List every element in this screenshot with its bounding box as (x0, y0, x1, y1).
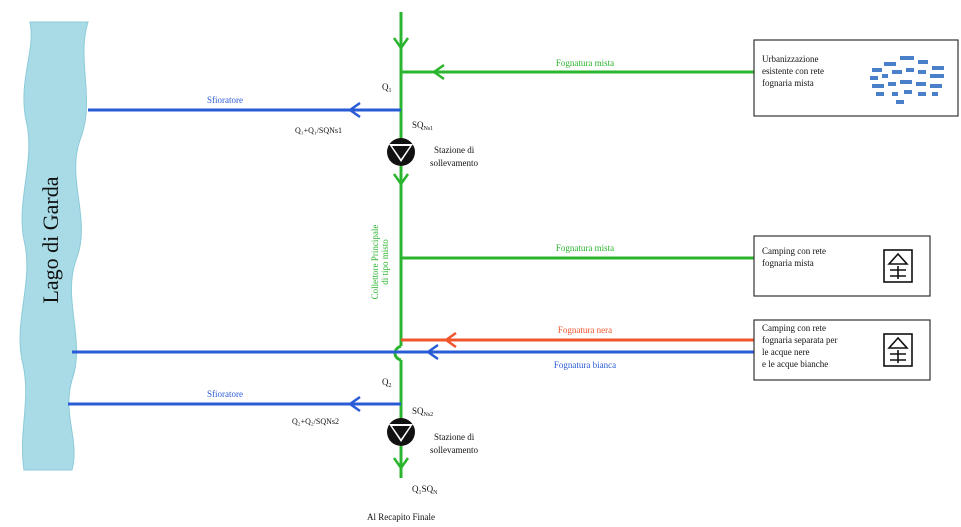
pipe-black-label: Fognatura nera (558, 325, 612, 335)
pipe-top-mixed-label: Fognatura mista (556, 58, 614, 68)
pump-icon (387, 138, 415, 166)
station-top-line1: Stazione di (434, 145, 475, 155)
lake-shape (19, 21, 89, 471)
collector-label-1: Collettore Principale (370, 225, 380, 300)
left-arrow-icon (431, 63, 445, 81)
left-arrow-icon (347, 101, 361, 119)
box-urban-line2: esistente con rete (762, 66, 824, 76)
flow-final: Q₁SQN (412, 484, 438, 496)
box-camping-mixed-line1: Camping con rete (762, 246, 826, 256)
down-arrow-icon (392, 37, 410, 51)
pump-icon (387, 418, 415, 446)
left-arrow-icon (347, 395, 361, 413)
station-bottom-line2: sollevamento (430, 445, 478, 455)
box-camping-separate-line2: fognaria separata per (762, 335, 837, 345)
pipe-white-label: Fognatura bianca (554, 360, 616, 370)
down-arrow-icon (392, 457, 410, 471)
pipe-middle-mixed-label: Fognatura mista (556, 243, 614, 253)
collector-label-2: di tipo misto (380, 239, 390, 285)
box-camping-mixed-line2: fognaria mista (762, 258, 814, 268)
box-urban-line3: fognaria mista (762, 78, 814, 88)
flow-q2: Q2 (382, 377, 392, 389)
left-arrow-icon (443, 331, 457, 349)
city-icon (870, 56, 944, 104)
flow-q1: Q1 (382, 82, 392, 94)
final-label: Al Recapito Finale (367, 512, 435, 522)
overflow-bottom-label: Sfioratore (207, 389, 243, 399)
box-camping-separate-line4: e le acque bianche (762, 359, 828, 369)
station-bottom-line1: Stazione di (434, 432, 475, 442)
box-urban-line1: Urbanizzazione (762, 54, 818, 64)
lake-label: Lago di Garda (38, 176, 63, 303)
station-top-line2: sollevamento (430, 158, 478, 168)
flow-sq-bottom: SQNs2 (412, 406, 433, 418)
overflow-top-label: Sfioratore (207, 95, 243, 105)
tent-icon (883, 333, 913, 367)
left-arrow-icon (425, 343, 439, 361)
box-camping-separate-line1: Camping con rete (762, 323, 826, 333)
tent-icon (883, 249, 913, 283)
down-arrow-icon (392, 173, 410, 187)
flow-overflow-bottom: Q₂+Q₂/SQNs2 (292, 417, 339, 426)
flow-sq-top: SQNs1 (412, 120, 433, 132)
box-urban (753, 39, 959, 117)
flow-overflow-top: Q₁+Q₁/SQNs1 (295, 126, 342, 135)
box-camping-separate-line3: le acque nere (762, 347, 809, 357)
